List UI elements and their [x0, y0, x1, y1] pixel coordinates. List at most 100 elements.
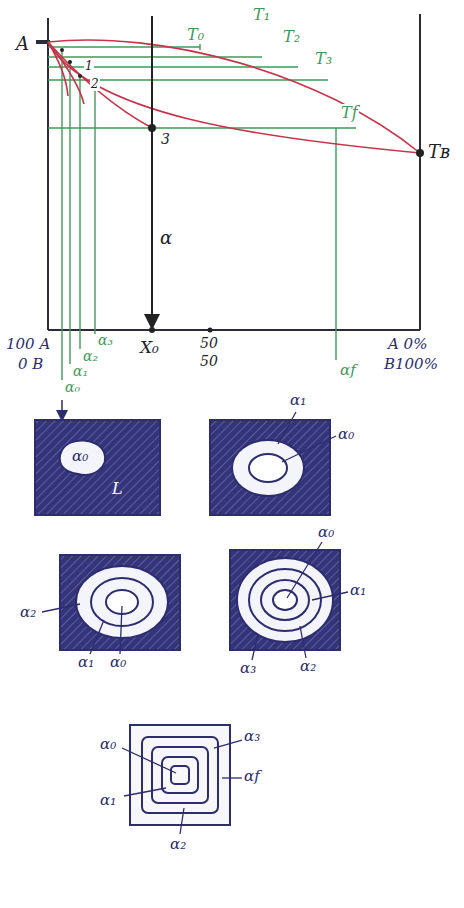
micro-sketch: [130, 725, 230, 825]
drawing-part: [94, 90, 95, 334]
text-label: α₀: [110, 654, 126, 671]
drawing-part: [261, 580, 309, 620]
text-label: αf: [340, 362, 356, 379]
drawing-part: [149, 327, 155, 333]
text-label: α₁: [350, 582, 366, 599]
text-label: 100 A: [6, 336, 50, 353]
drawing-part: [90, 620, 104, 654]
points: [60, 48, 424, 333]
drawing-part: [48, 42, 152, 128]
drawing-part: [48, 56, 262, 57]
drawing-part: [278, 412, 296, 444]
text-label: A: [16, 34, 29, 54]
text-label: 1: [84, 60, 94, 73]
text-label: Tf: [340, 104, 359, 122]
drawing-part: [300, 626, 306, 658]
drawing-part: [230, 550, 340, 650]
drawing-part: [120, 606, 122, 654]
text-label: α₀: [318, 524, 334, 541]
drawing-part: [416, 149, 424, 157]
drawing-part: [222, 777, 242, 778]
text-label: α₂: [300, 658, 316, 675]
drawing-part: [48, 42, 68, 96]
text-label: α₀: [65, 380, 80, 395]
micro-sketch: [35, 420, 160, 515]
text-label: α₃: [98, 333, 113, 348]
text-label: 50: [200, 336, 218, 351]
phase-curves: [48, 40, 420, 153]
drawing-part: [232, 440, 304, 496]
drawing-part: [249, 454, 287, 482]
drawing-part: [335, 128, 336, 360]
drawing-part: [60, 48, 64, 52]
text-label: α₀: [72, 448, 88, 465]
drawing-part: [130, 725, 230, 825]
pointer-arrow: [61, 400, 63, 416]
drawing-part: [162, 757, 198, 793]
drawing-part: [210, 420, 330, 515]
drawing-part: [214, 740, 242, 748]
drawing-part: [60, 440, 105, 474]
text-label: α₀: [338, 426, 354, 443]
drawing-part: [48, 329, 420, 331]
drawing-part: [237, 558, 333, 642]
text-label: α₁: [78, 654, 94, 671]
text-label: 2: [90, 78, 100, 91]
drawing-part: [171, 766, 189, 784]
axes: [36, 14, 420, 330]
text-label: X₀: [140, 338, 159, 357]
drawing-part: [287, 542, 322, 598]
drawing-part: [419, 14, 421, 330]
drawing-part: [249, 569, 321, 631]
text-label: α: [160, 228, 172, 248]
drawing-part: [48, 40, 420, 153]
text-label: T₃: [314, 50, 333, 68]
drawing-part: [48, 42, 420, 153]
text-label: α₂: [20, 604, 36, 621]
text-label: α₁: [100, 792, 116, 809]
drawing-part: [273, 590, 297, 610]
text-label: α₁: [290, 392, 306, 409]
drawing-part: [79, 74, 80, 349]
tie-lines: [48, 30, 356, 380]
drawing-part: [35, 420, 160, 515]
drawing-part: [42, 604, 80, 612]
drawing-part: [61, 50, 62, 380]
drawing-part: [78, 74, 82, 78]
drawing-part: [252, 634, 258, 660]
drawing-part: [122, 748, 176, 773]
drawing-part: [47, 18, 49, 330]
text-label: T₀: [186, 26, 205, 44]
text-label: 3: [160, 132, 171, 147]
text-label: α₂: [83, 349, 98, 364]
text-label: T₁: [252, 6, 271, 24]
text-label: L: [112, 480, 123, 498]
drawing-part: [208, 328, 213, 333]
drawing-part: [68, 60, 72, 64]
text-label: α₀: [100, 736, 116, 753]
drawing-part: [312, 592, 348, 600]
drawing-part: [142, 737, 218, 813]
leader-lines: [42, 412, 348, 834]
text-label: 50: [200, 354, 218, 369]
drawing-part: [152, 747, 208, 803]
text-label: T₂: [282, 28, 301, 46]
drawing-part: [60, 555, 180, 650]
drawing-part: [180, 808, 184, 834]
text-label: α₁: [73, 364, 88, 379]
text-label: Tʙ: [428, 142, 450, 162]
text-label: α₂: [170, 836, 186, 853]
text-label: αf: [244, 768, 260, 785]
drawing-part: [48, 46, 200, 47]
drawing-part: [48, 127, 356, 128]
micro-sketch: [60, 555, 180, 650]
drawing-part: [124, 788, 166, 796]
composition-line: [151, 16, 153, 322]
text-label: 0 B: [18, 356, 43, 373]
micro-sketch: [230, 550, 340, 650]
drawing-part: [282, 436, 336, 462]
drawing-part: [76, 566, 168, 638]
drawing-part: [69, 60, 70, 364]
